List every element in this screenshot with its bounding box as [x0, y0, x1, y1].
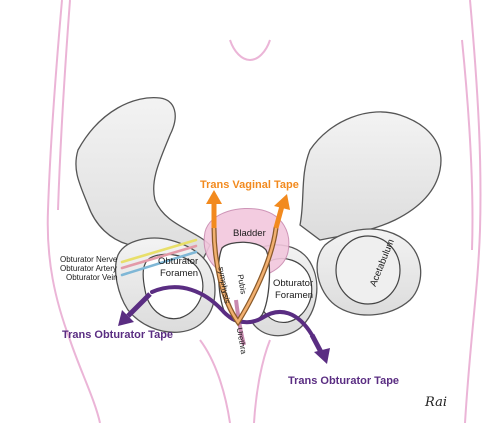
- label-obturator-foramen-right-1: Obturator: [273, 278, 313, 289]
- label-obturator-artery: Obturator Artery: [60, 264, 117, 273]
- label-trans-obturator-tape-right: Trans Obturator Tape: [288, 375, 399, 387]
- obturator-nerve-line: [120, 238, 198, 264]
- label-pubis: Pubis: [236, 274, 248, 295]
- label-obturator-vein: Obturator Vein: [66, 273, 118, 282]
- acetabulum-socket: [335, 235, 401, 305]
- arrow-icon: [309, 333, 330, 364]
- symphysis-pubis: [217, 241, 271, 324]
- label-obturator-foramen-right-2: Foramen: [275, 290, 313, 301]
- signature-icon: Rai: [424, 395, 447, 410]
- obturator-vein-line: [120, 250, 198, 277]
- tvt-arrows: [206, 190, 290, 229]
- obturator-foramina: [142, 235, 401, 323]
- label-urethra: Urethra: [235, 327, 249, 355]
- label-bladder: Bladder: [233, 228, 266, 239]
- label-trans-obturator-tape-left: Trans Obturator Tape: [62, 329, 173, 341]
- label-obturator-foramen-left-1: Obturator: [158, 256, 198, 267]
- label-trans-vaginal-tape: Trans Vaginal Tape: [200, 179, 299, 191]
- arrow-icon: [206, 190, 222, 228]
- arrow-icon: [118, 292, 152, 326]
- label-obturator-foramen-left-2: Foramen: [160, 268, 198, 279]
- tot-arrows: [118, 292, 330, 364]
- label-obturator-nerve: Obturator Nerve: [60, 255, 118, 264]
- skin-outline: [46, 0, 482, 423]
- trans-vaginal-tape: [211, 225, 279, 327]
- arrow-icon: [273, 194, 290, 229]
- obturator-artery-line: [120, 244, 198, 270]
- obturator-bundle: [120, 238, 198, 277]
